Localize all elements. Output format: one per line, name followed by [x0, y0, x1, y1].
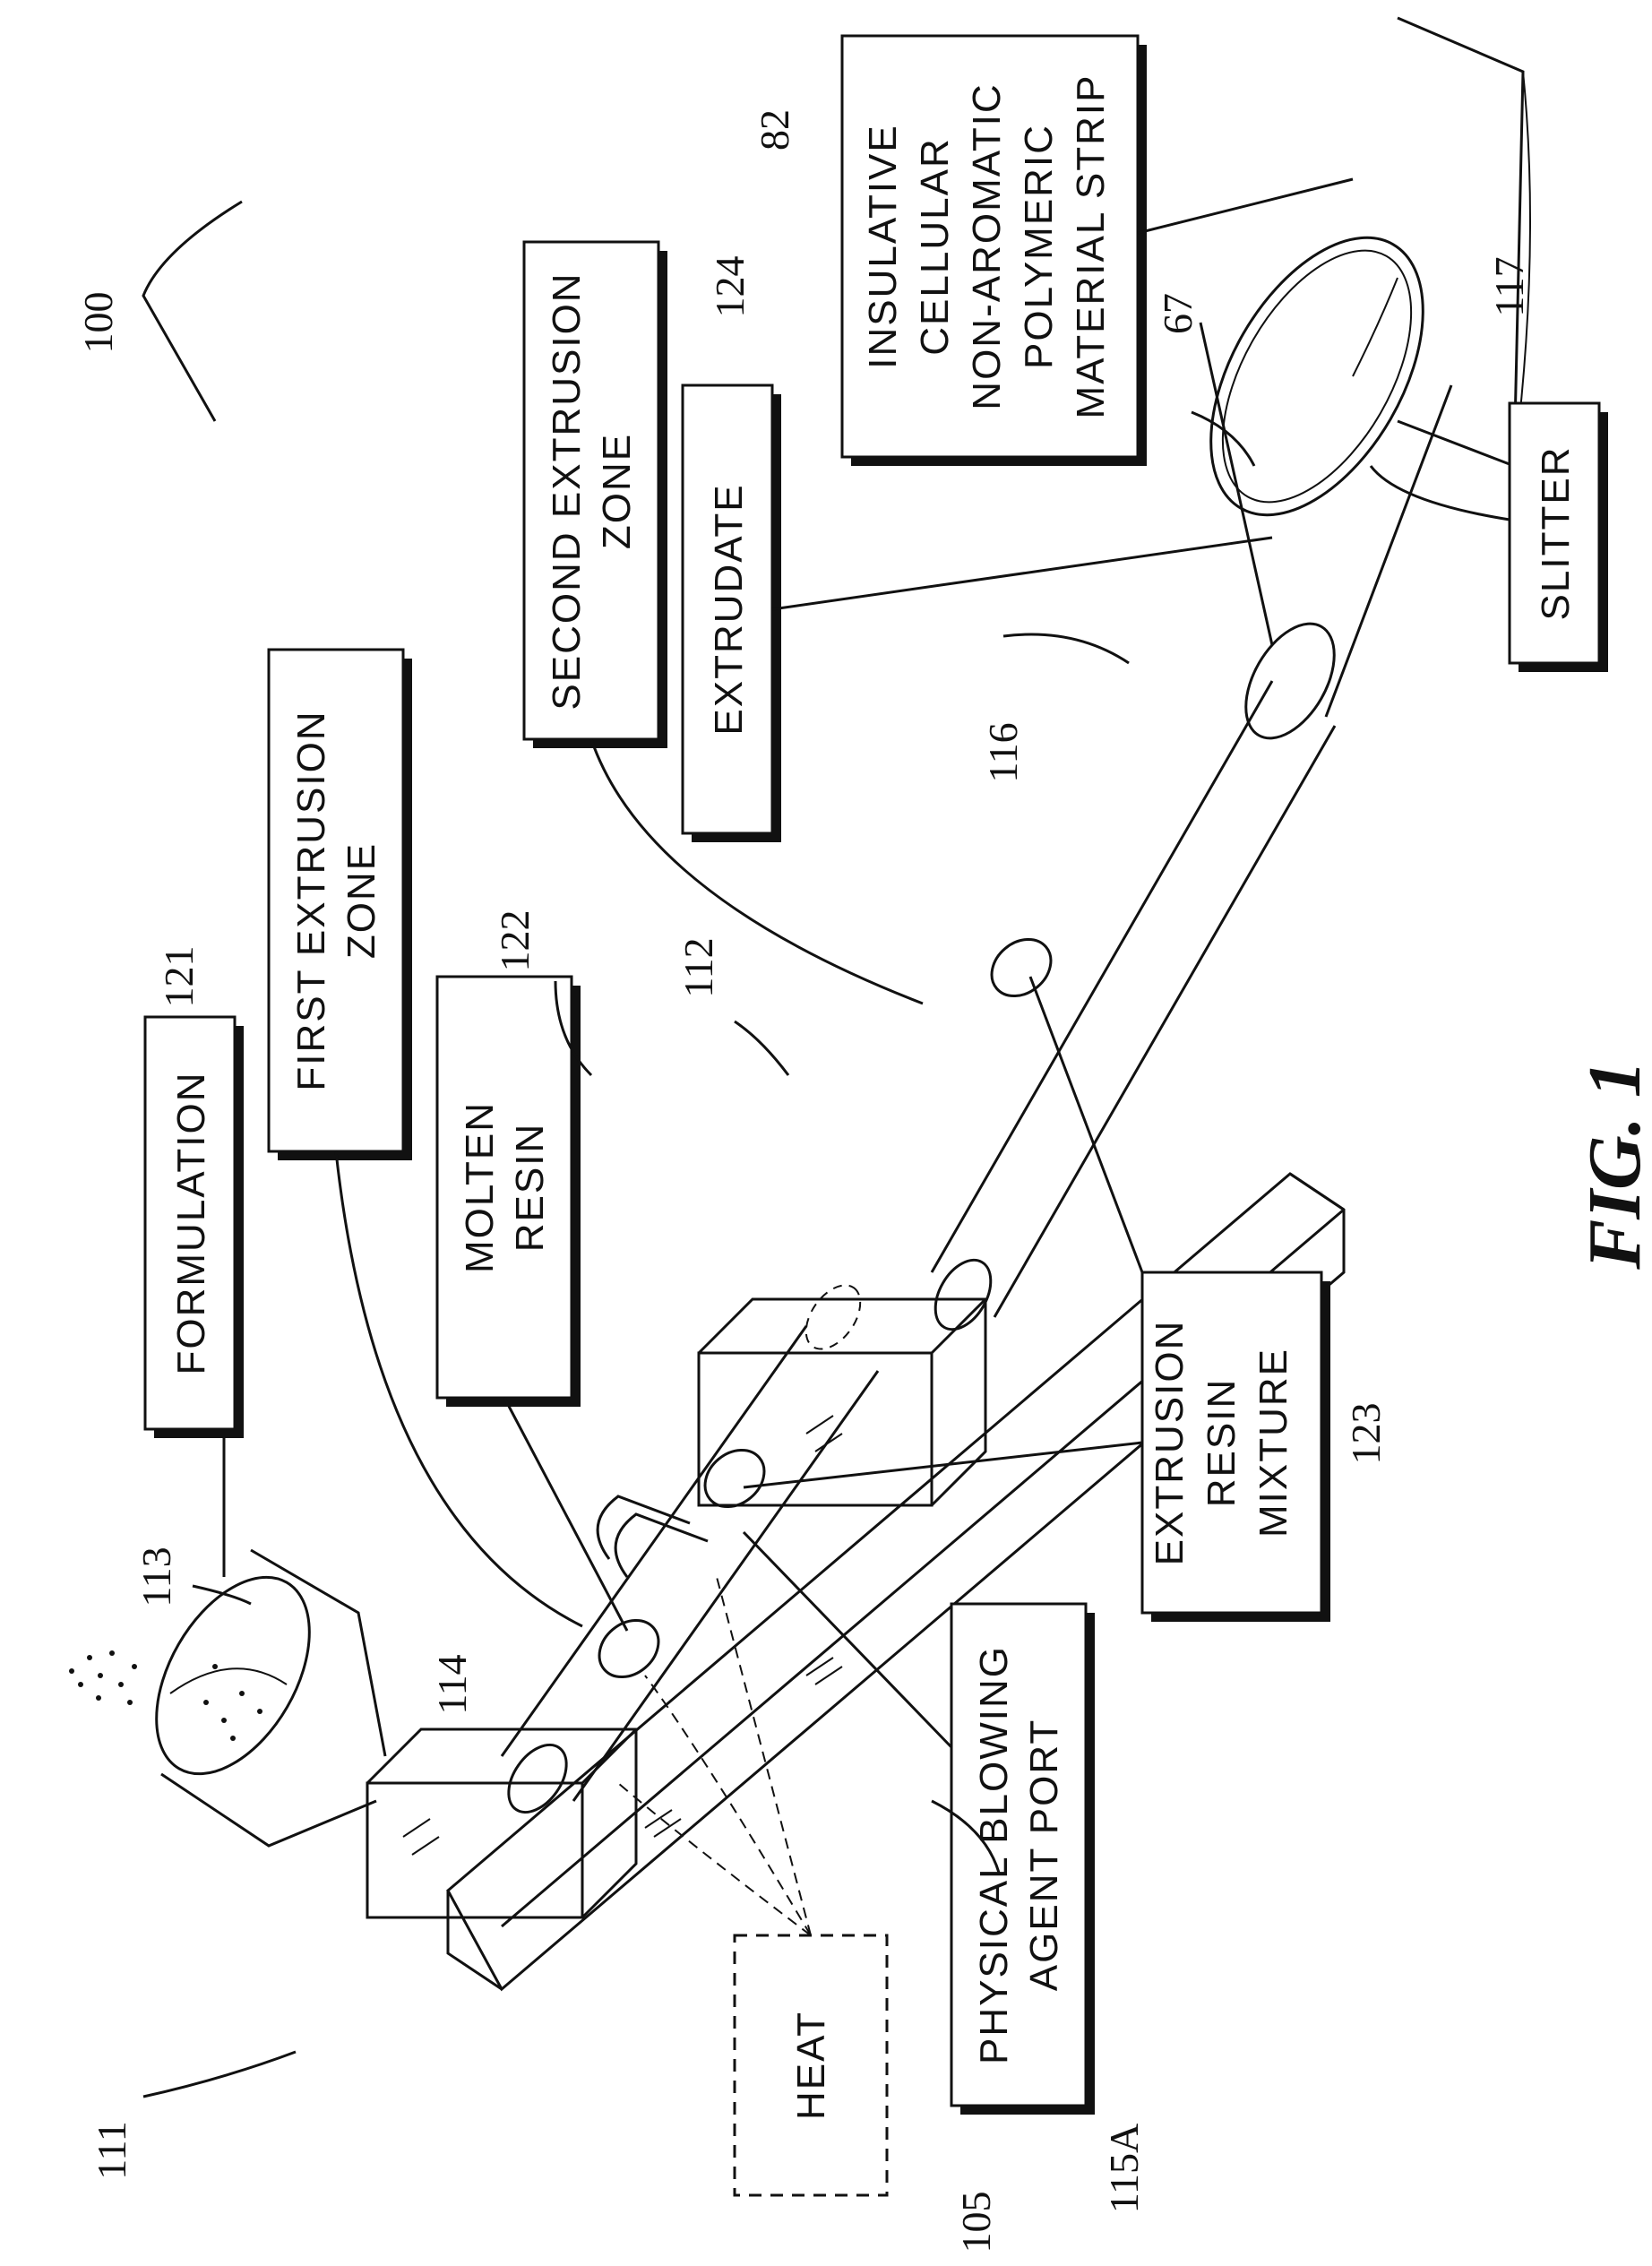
strip-label-1: INSULATIVE [861, 124, 905, 368]
heat-label: HEAT [789, 2011, 833, 2120]
port-label-1: PHYSICAL BLOWING [972, 1645, 1016, 2064]
first-extrusion-zone-label-1: FIRST EXTRUSION [289, 710, 333, 1090]
ref-100: 100 [75, 292, 121, 354]
formulation-label: FORMULATION [169, 1072, 213, 1375]
ref-105: 105 [953, 2192, 999, 2253]
ref-123: 123 [1343, 1403, 1389, 1465]
mixture-label-1: EXTRUSION [1148, 1320, 1192, 1566]
molten-resin-label-1: MOLTEN [458, 1101, 502, 1273]
mixture-label-3: MIXTURE [1252, 1348, 1295, 1538]
second-extrusion-zone-box: SECOND EXTRUSION ZONE [524, 242, 667, 748]
ref-112: 112 [675, 937, 721, 997]
material-strip-box: INSULATIVE CELLULAR NON-AROMATIC POLYMER… [842, 36, 1147, 466]
port-label-2: AGENT PORT [1022, 1719, 1066, 1991]
extrudate-label: EXTRUDATE [707, 483, 751, 735]
extrudate-box: EXTRUDATE [683, 385, 781, 842]
mixture-label-2: RESIN [1200, 1378, 1243, 1507]
strip-label-5: MATERIAL STRIP [1069, 74, 1113, 419]
formulation-box: FORMULATION [145, 1017, 244, 1438]
first-extrusion-zone-label-2: ZONE [340, 842, 383, 959]
ref-114: 114 [429, 1654, 475, 1714]
strip-label-4: POLYMERIC [1017, 124, 1061, 369]
ref-67: 67 [1155, 293, 1200, 334]
strip-label-3: NON-AROMATIC [965, 82, 1009, 409]
second-extrusion-zone-label-1: SECOND EXTRUSION [545, 271, 589, 710]
ref-122: 122 [492, 910, 538, 972]
ref-82: 82 [752, 109, 797, 151]
molten-resin-box: MOLTEN RESIN [437, 977, 581, 1407]
heat-box: HEAT [735, 1935, 887, 2195]
slitter-box: SLITTER [1510, 403, 1608, 672]
first-extrusion-zone-box: FIRST EXTRUSION ZONE [269, 650, 412, 1160]
ref-124: 124 [707, 256, 753, 318]
ref-116: 116 [980, 722, 1026, 782]
ref-121: 121 [156, 946, 202, 1008]
molten-resin-label-2: RESIN [508, 1123, 552, 1252]
reference-numerals: 100 82 124 67 117 121 122 112 116 113 11… [75, 109, 1532, 2253]
blowing-agent-port-box: PHYSICAL BLOWING AGENT PORT [951, 1604, 1095, 2115]
ref-111: 111 [89, 2121, 134, 2180]
ref-113: 113 [133, 1547, 179, 1607]
figure-label: FIG. 1 [1573, 1060, 1652, 1270]
strip-label-2: CELLULAR [913, 137, 957, 355]
ref-117: 117 [1486, 256, 1532, 316]
extrusion-resin-mixture-box: EXTRUSION RESIN MIXTURE [1142, 1272, 1330, 1622]
second-extrusion-zone-label-2: ZONE [595, 433, 639, 549]
slitter-label: SLITTER [1534, 446, 1578, 621]
ref-115a: 115A [1101, 2124, 1147, 2214]
